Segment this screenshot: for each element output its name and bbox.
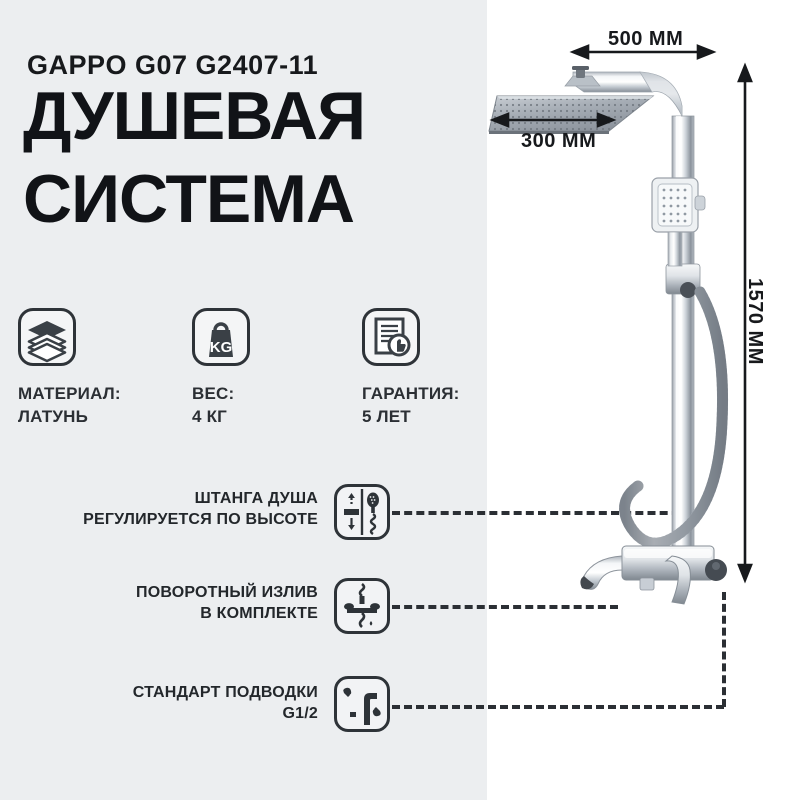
feature-swivel-spout-text: ПОВОРОТНЫЙ ИЗЛИВ В КОМПЛЕКТЕ bbox=[136, 583, 318, 625]
svg-text:KG: KG bbox=[210, 339, 233, 356]
headline-line-2: СИСТЕМА bbox=[23, 161, 355, 237]
spec-material-value: ЛАТУНЬ bbox=[18, 406, 89, 426]
spec-warranty-value: 5 ЛЕТ bbox=[362, 406, 411, 426]
feature-2-line-2: В КОМПЛЕКТЕ bbox=[200, 604, 318, 622]
height-adjustable-bar-icon bbox=[334, 484, 390, 540]
swivel-spout-icon bbox=[334, 578, 390, 634]
layers-icon bbox=[18, 308, 76, 366]
spec-material: МАТЕРИАЛ: ЛАТУНЬ bbox=[18, 308, 178, 427]
headline-line-1: ДУШЕВАЯ bbox=[23, 78, 366, 154]
feature-1-line-2: РЕГУЛИРУЕТСЯ ПО ВЫСОТЕ bbox=[83, 510, 318, 528]
spec-weight-value: 4 КГ bbox=[192, 406, 227, 426]
leader-line-feature-1 bbox=[392, 511, 692, 515]
pipe-wrench-icon bbox=[334, 676, 390, 732]
spec-weight-label: ВЕС: bbox=[192, 384, 235, 403]
warranty-document-icon bbox=[362, 308, 420, 366]
dimension-head-width-label: 300 ММ bbox=[521, 130, 597, 152]
feature-height-adjustable-text: ШТАНГА ДУША РЕГУЛИРУЕТСЯ ПО ВЫСОТЕ bbox=[83, 489, 318, 531]
spec-weight: KG ВЕС: 4 КГ bbox=[192, 308, 352, 427]
feature-1-line-1: ШТАНГА ДУША bbox=[194, 490, 318, 507]
leader-line-feature-3 bbox=[392, 705, 724, 709]
leader-line-feature-3-vertical bbox=[722, 592, 726, 707]
feature-supply-standard-text: СТАНДАРТ ПОДВОДКИ G1/2 bbox=[133, 683, 318, 725]
spec-material-label: МАТЕРИАЛ: bbox=[18, 384, 121, 403]
left-info-panel bbox=[0, 0, 487, 800]
leader-line-feature-2 bbox=[392, 605, 618, 609]
dimension-arm-length-label: 500 ММ bbox=[608, 28, 684, 50]
spec-warranty: ГАРАНТИЯ: 5 ЛЕТ bbox=[362, 308, 522, 427]
feature-3-line-2: G1/2 bbox=[282, 704, 318, 722]
weight-kg-icon: KG bbox=[192, 308, 250, 366]
feature-2-line-1: ПОВОРОТНЫЙ ИЗЛИВ bbox=[136, 584, 318, 601]
dimension-total-height-label: 1570 ММ bbox=[744, 278, 766, 365]
feature-3-line-1: СТАНДАРТ ПОДВОДКИ bbox=[132, 684, 318, 701]
product-brand-model: GAPPO G07 G2407-11 bbox=[27, 50, 319, 80]
spec-warranty-label: ГАРАНТИЯ: bbox=[362, 384, 460, 403]
